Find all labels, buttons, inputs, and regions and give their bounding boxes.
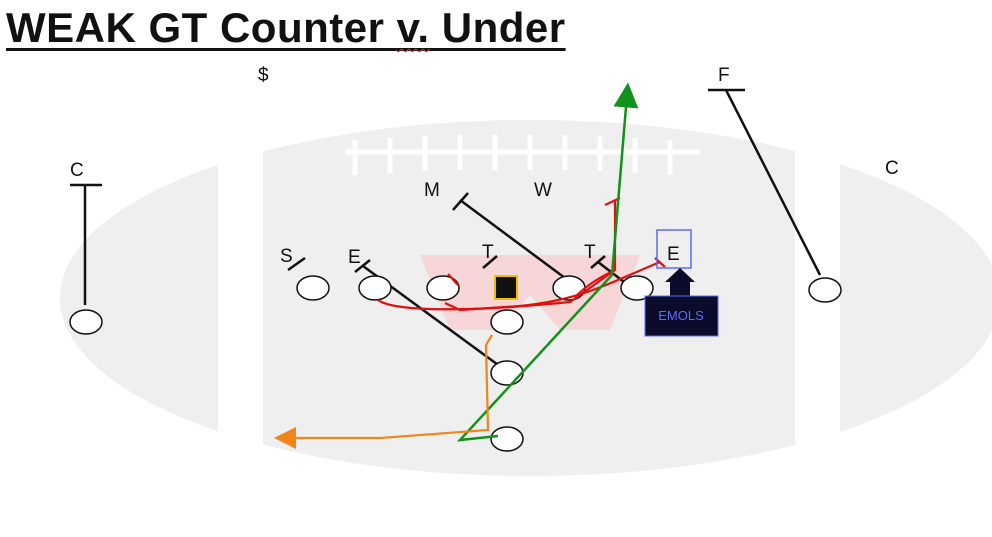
lineman-3 bbox=[426, 275, 460, 301]
title-suffix: Under bbox=[429, 4, 566, 51]
label-money-safety: $ bbox=[258, 65, 269, 86]
tackle-kick bbox=[574, 200, 617, 298]
qb-path bbox=[456, 82, 639, 442]
lineman-5 bbox=[620, 275, 654, 301]
defender-labels: $ C C F M W S E T T E bbox=[70, 65, 899, 268]
offensive-players bbox=[69, 275, 842, 452]
label-free-safety: F bbox=[718, 65, 730, 86]
title-versus: v. bbox=[396, 4, 430, 51]
end-highlight-box bbox=[656, 229, 692, 269]
label-end-left: E bbox=[348, 247, 361, 268]
fullback bbox=[490, 360, 524, 386]
label-tackle-right: T bbox=[584, 242, 596, 263]
receiver-left bbox=[69, 309, 103, 335]
play-title: WEAK GT Counter v. Under bbox=[6, 4, 566, 52]
label-corner-right: C bbox=[885, 158, 899, 179]
running-back bbox=[490, 426, 524, 452]
lineman-2 bbox=[358, 275, 392, 301]
rb-path bbox=[274, 334, 493, 449]
lineman-1 bbox=[296, 275, 330, 301]
label-tackle-left: T bbox=[482, 242, 494, 263]
quarterback bbox=[490, 309, 524, 335]
laces bbox=[345, 135, 700, 175]
label-will: W bbox=[534, 180, 552, 201]
label-mike: M bbox=[424, 180, 440, 201]
title-prefix: WEAK GT Counter bbox=[6, 4, 397, 51]
receiver-right bbox=[808, 277, 842, 303]
defender-lines bbox=[70, 88, 822, 372]
guard-pull bbox=[377, 269, 616, 311]
emols-callout: EMOLS bbox=[644, 268, 719, 337]
label-end-right: E bbox=[667, 244, 680, 265]
emols-label: EMOLS bbox=[658, 308, 704, 323]
center bbox=[494, 275, 518, 300]
label-corner-left: C bbox=[70, 160, 84, 181]
football-watermark bbox=[60, 120, 992, 476]
tackle-pull bbox=[444, 260, 661, 312]
label-sam: S bbox=[280, 246, 293, 267]
